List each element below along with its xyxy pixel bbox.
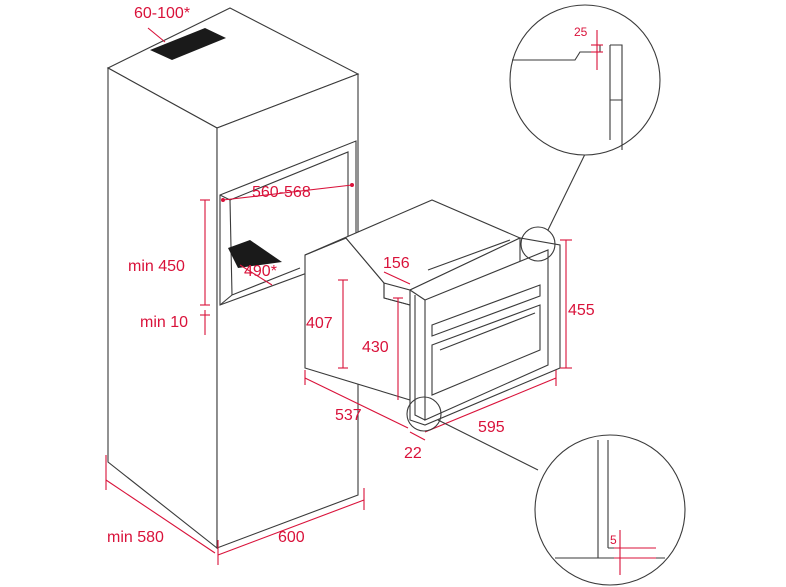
label-bottom-gap: min 10 bbox=[140, 314, 188, 331]
niche-floor-vent bbox=[228, 240, 282, 268]
oven-handle bbox=[431, 284, 541, 337]
detail-marker-bottom bbox=[406, 396, 442, 432]
label-oven-depth: 537 bbox=[335, 407, 362, 424]
detail-callout-bottom bbox=[406, 396, 686, 586]
label-oven-width: 595 bbox=[478, 419, 505, 436]
label-oven-step: 156 bbox=[383, 255, 410, 272]
niche-inner-back bbox=[229, 151, 349, 238]
label-oven-mid-height: 430 bbox=[362, 339, 389, 356]
detail-circle-bottom bbox=[534, 434, 686, 586]
label-vent-depth: 490* bbox=[244, 263, 277, 280]
oven bbox=[304, 199, 561, 426]
label-front-offset: 22 bbox=[404, 445, 422, 462]
label-niche-height: min 450 bbox=[128, 258, 185, 275]
dimension-lines bbox=[105, 27, 572, 565]
label-niche-width: 560-568 bbox=[252, 184, 311, 201]
label-cabinet-width: 600 bbox=[278, 529, 305, 546]
label-top-vent: 60-100* bbox=[134, 5, 190, 22]
label-oven-front-height: 455 bbox=[568, 302, 595, 319]
label-oven-body-height: 407 bbox=[306, 315, 333, 332]
detail-callout-top bbox=[509, 4, 661, 262]
label-detail-bottom-gap: 5 bbox=[610, 533, 617, 547]
detail-marker-top bbox=[520, 226, 556, 262]
cabinet-side-face bbox=[107, 67, 218, 550]
oven-window bbox=[431, 304, 541, 396]
label-detail-top-gap: 25 bbox=[574, 25, 588, 39]
label-cabinet-depth: min 580 bbox=[107, 529, 164, 546]
top-vent-slot bbox=[150, 28, 226, 60]
